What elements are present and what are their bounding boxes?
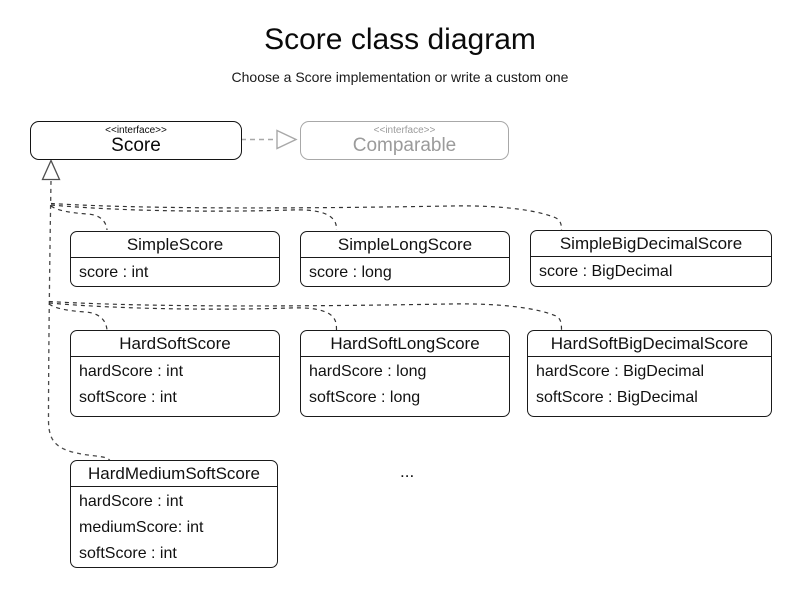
class-attribute: hardScore : BigDecimal	[536, 363, 705, 380]
comparable-interface-name: Comparable	[352, 135, 457, 156]
class-attribute: softScore : BigDecimal	[536, 389, 698, 406]
comparable-stereotype: <<interface>>	[373, 125, 436, 136]
class-box-simplescore: SimpleScore score : int	[70, 231, 280, 287]
class-box-hardsoftscore: HardSoftScore hardScore : int softScore …	[70, 330, 280, 417]
interface-box-comparable: <<interface>> Comparable	[300, 121, 509, 160]
class-name: HardSoftScore	[71, 331, 279, 357]
class-attribute: mediumScore: int	[79, 519, 204, 536]
score-interface-name: Score	[111, 135, 161, 156]
interface-box-score: <<interface>> Score	[30, 121, 242, 160]
score-stereotype: <<interface>>	[105, 125, 167, 136]
realization-arrowhead-icon	[276, 129, 298, 150]
class-box-hardsoftlongscore: HardSoftLongScore hardScore : long softS…	[300, 330, 510, 417]
connector-hardsoftlongscore	[48, 302, 338, 331]
connector-simplelongscore	[50, 204, 338, 231]
class-name: SimpleLongScore	[301, 232, 509, 258]
class-attribute: hardScore : int	[79, 493, 184, 510]
connector-hardsoftscore	[48, 303, 108, 331]
class-name: HardSoftLongScore	[301, 331, 509, 357]
class-attribute: softScore : long	[309, 389, 421, 406]
class-box-hardmediumsoftscore: HardMediumSoftScore hardScore : int medi…	[70, 460, 278, 568]
class-name: SimpleScore	[71, 232, 279, 258]
class-attribute: score : long	[309, 264, 392, 281]
generalization-trunk	[47, 180, 111, 462]
generalization-arrowhead-icon	[41, 158, 61, 181]
class-name: HardSoftBigDecimalScore	[528, 331, 771, 357]
class-box-hardsoftbigdecimalscore: HardSoftBigDecimalScore hardScore : BigD…	[527, 330, 772, 417]
connector-hardsoftbigdecimalscore	[48, 300, 563, 331]
class-name: HardMediumSoftScore	[71, 461, 277, 487]
class-box-simplelongscore: SimpleLongScore score : long	[300, 231, 510, 287]
class-box-simplebigdecimalscore: SimpleBigDecimalScore score : BigDecimal	[530, 230, 772, 287]
more-implementations-ellipsis: ...	[400, 462, 415, 481]
class-attribute: hardScore : long	[309, 363, 427, 380]
page-subtitle: Choose a Score implementation or write a…	[231, 69, 569, 85]
connector-simplescore	[50, 205, 108, 231]
class-attribute: score : BigDecimal	[539, 263, 673, 280]
class-attribute: hardScore : int	[79, 363, 184, 380]
class-attribute: softScore : int	[79, 389, 177, 406]
class-attribute: score : int	[79, 264, 149, 281]
class-attribute: softScore : int	[79, 545, 177, 562]
class-name: SimpleBigDecimalScore	[531, 231, 771, 257]
connector-simplebigdecimalscore	[50, 202, 563, 231]
page-title: Score class diagram	[264, 23, 536, 56]
